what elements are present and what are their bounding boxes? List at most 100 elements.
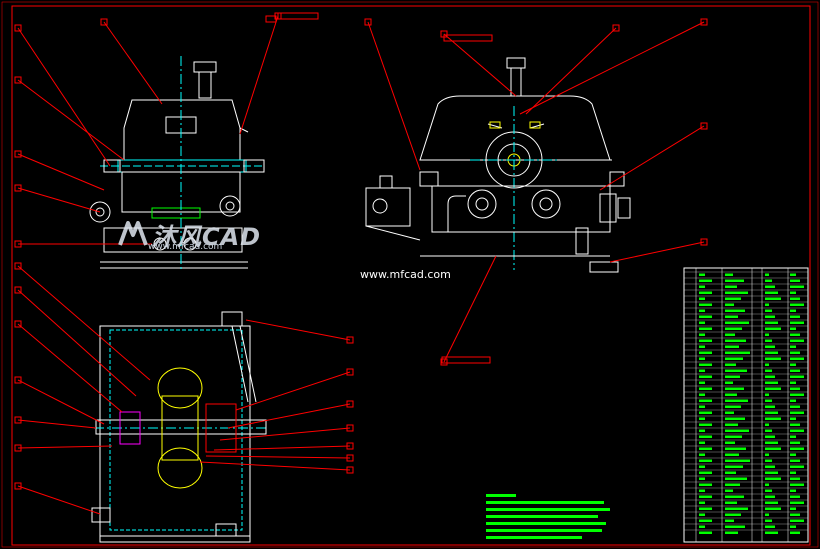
label-box	[441, 356, 491, 364]
table-cell-text	[725, 327, 742, 330]
table-cell-text	[790, 345, 796, 348]
table-cell-text	[765, 345, 775, 348]
leader-line	[227, 403, 351, 429]
table-cell-text	[765, 405, 775, 408]
table-cell-text	[699, 531, 712, 534]
table-cell-text	[765, 447, 781, 450]
leader-line	[609, 241, 705, 263]
mfcad-logo-icon	[118, 221, 148, 246]
leader-line	[17, 485, 101, 515]
table-cell-text	[765, 285, 775, 288]
table-rows	[684, 271, 808, 534]
table-cell-text	[699, 333, 705, 336]
site-url: www.mfcad.com	[360, 268, 451, 281]
table-cell-text	[699, 501, 705, 504]
leader-line	[245, 319, 351, 341]
label-box	[443, 34, 493, 42]
table-cell-text	[765, 339, 772, 342]
table-cell-text	[725, 471, 736, 474]
part-balloon	[14, 416, 22, 424]
table-cell-text	[699, 285, 705, 288]
leader-line	[17, 79, 125, 161]
table-cell-text	[725, 531, 738, 534]
table-cell-text	[765, 477, 781, 480]
plan-view	[91, 311, 267, 543]
table-cell-text	[765, 465, 775, 468]
table-cell-text	[765, 423, 769, 426]
table-cell-text	[699, 513, 705, 516]
shaft-right	[243, 159, 265, 173]
part-balloon	[346, 368, 354, 376]
table-cell-text	[765, 393, 769, 396]
table-cell-text	[699, 507, 712, 510]
table-cell-text	[725, 441, 735, 444]
part-balloon	[612, 24, 620, 32]
table-cell-text	[725, 423, 738, 426]
table-cell-text	[790, 423, 800, 426]
table-cell-text	[725, 465, 743, 468]
table-cell-text	[765, 513, 769, 516]
table-cell-text	[725, 321, 749, 324]
table-cell-text	[725, 297, 741, 300]
table-cell-text	[790, 501, 804, 504]
table-cell-text	[765, 273, 769, 276]
table-cell-text	[725, 285, 737, 288]
table-cell-text	[790, 489, 796, 492]
part-balloon	[14, 444, 22, 452]
table-cell-text	[699, 297, 705, 300]
table-cell-text	[725, 477, 747, 480]
table-cell-text	[725, 363, 736, 366]
table-cell-text	[790, 495, 800, 498]
label-box	[277, 12, 319, 20]
table-cell-text	[699, 369, 705, 372]
part-balloon	[346, 466, 354, 474]
leader-line	[17, 27, 111, 167]
table-cell-text	[699, 279, 712, 282]
table-cell-text	[765, 351, 778, 354]
part-balloon	[14, 262, 22, 270]
table-cell-text	[699, 363, 712, 366]
table-cell-text	[790, 309, 796, 312]
table-cell-text	[725, 453, 739, 456]
leader-line	[519, 21, 705, 115]
table-cell-text	[790, 525, 796, 528]
leader-line	[443, 33, 517, 97]
table-cell-text	[790, 441, 800, 444]
shaft-left	[103, 159, 121, 173]
housing-base	[431, 185, 611, 233]
table-cell-text	[790, 435, 796, 438]
table-cell-text	[699, 351, 712, 354]
table-cell-text	[765, 483, 769, 486]
table-cell-text	[790, 411, 804, 414]
table-cell-text	[765, 363, 769, 366]
base	[103, 227, 243, 253]
part-balloon	[100, 18, 108, 26]
table-cell-text	[725, 435, 742, 438]
table-cell-text	[699, 327, 712, 330]
note-line	[486, 508, 610, 511]
table-cell-text	[725, 525, 745, 528]
watermark-brand: 沐风CAD	[152, 222, 262, 251]
table-cell-text	[765, 501, 778, 504]
part-balloon	[700, 18, 708, 26]
table-cell-text	[790, 447, 804, 450]
table-cell-text	[699, 465, 705, 468]
breather-cap-2	[506, 57, 526, 69]
table-cell-text	[765, 519, 772, 522]
table-cell-text	[765, 381, 778, 384]
table-cell-text	[699, 423, 712, 426]
table-cell-text	[699, 399, 712, 402]
leader-line	[17, 187, 101, 213]
main-shaft	[95, 419, 267, 435]
table-cell-text	[725, 513, 741, 516]
table-cell-text	[699, 291, 712, 294]
watermark: 沐风CAD	[118, 216, 261, 252]
table-cell-text	[790, 321, 804, 324]
leader-lines	[14, 12, 708, 515]
table-cell-text	[790, 417, 796, 420]
part-balloon	[346, 336, 354, 344]
leader-line	[17, 419, 97, 429]
table-cell-text	[725, 303, 734, 306]
table-cell-text	[765, 489, 772, 492]
table-cell-text	[725, 507, 748, 510]
